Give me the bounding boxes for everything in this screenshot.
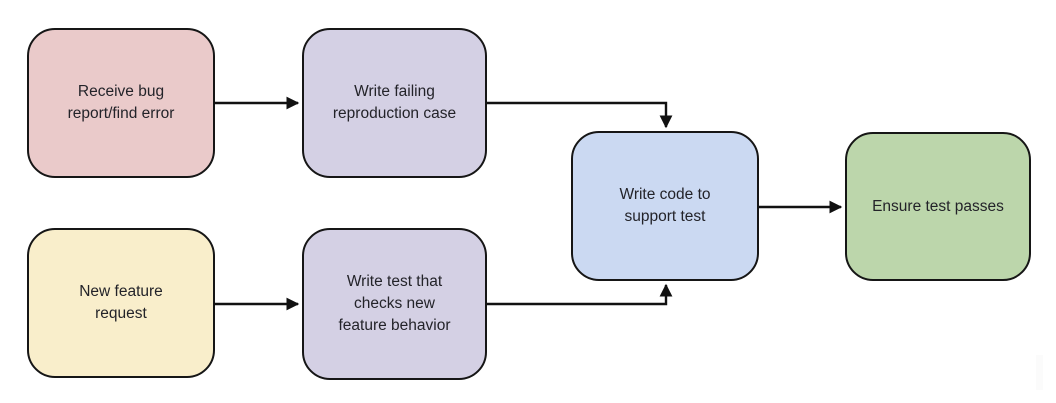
node-write-test-checks-label: Write test that checks new feature behav… <box>338 273 451 334</box>
node-write-failing-repro-label: Write failing reproduction case <box>332 83 457 122</box>
node-ensure-test-passes: Ensure test passes <box>845 132 1031 281</box>
node-write-failing-repro: Write failing reproduction case <box>302 28 487 178</box>
node-new-feature-request-label: New feature request <box>79 283 163 322</box>
node-receive-bug: Receive bug report/find error <box>27 28 215 178</box>
node-ensure-test-passes-label: Ensure test passes <box>872 197 1004 215</box>
edge-write-test-checks-to-write-code <box>487 283 673 306</box>
node-write-code-label: Write code to support test <box>619 186 711 225</box>
node-write-test-checks: Write test that checks new feature behav… <box>302 228 487 380</box>
node-new-feature-request: New feature request <box>27 228 215 378</box>
faint-scrollbar-artifact <box>1036 355 1043 390</box>
node-write-code: Write code to support test <box>571 131 759 281</box>
edge-write-failing-repro-to-write-code <box>487 101 673 129</box>
node-receive-bug-label: Receive bug report/find error <box>67 83 175 122</box>
